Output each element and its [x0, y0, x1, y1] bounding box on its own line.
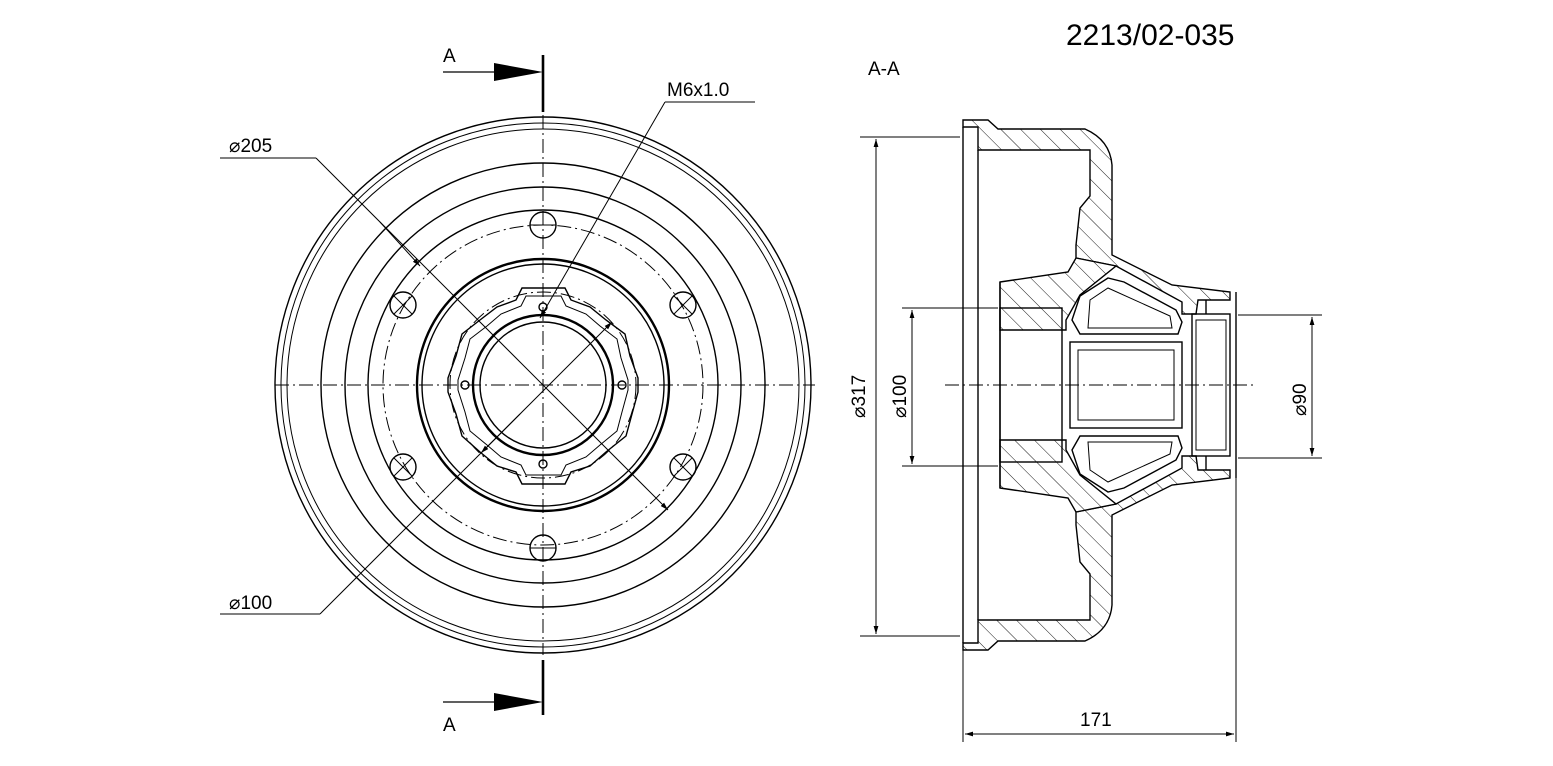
bearing-roller-bottom	[1071, 435, 1183, 493]
dia100-leader	[319, 321, 613, 615]
drum-wall-bottom	[962, 455, 1231, 651]
section-title: A-A	[868, 59, 900, 80]
section-view: 2213/02-035 A-A ⌀317 ⌀100 ⌀90 171	[849, 19, 1322, 742]
dia90-label: ⌀90	[1290, 383, 1311, 416]
dia205-label: ⌀205	[229, 136, 272, 157]
thread-leader	[539, 101, 666, 319]
section-arrow-bottom	[443, 693, 543, 711]
hub-body-upper	[999, 257, 1118, 331]
bolt-hole-lower-right	[669, 453, 697, 481]
section-arrow-top	[443, 63, 543, 81]
dia100-side-label: ⌀100	[890, 375, 911, 418]
dia100-front-label: ⌀100	[229, 593, 272, 614]
dia100-arrow-2	[480, 413, 521, 454]
dia205-arrow-start	[379, 221, 421, 267]
bearing-roller-bottom-inner	[1087, 441, 1173, 483]
dia205-leader	[315, 157, 669, 511]
hub-body-lower	[999, 439, 1118, 513]
front-view: A A M6x1.0 ⌀205 ⌀100	[220, 46, 815, 736]
hub-notched-profile-inner	[457, 295, 629, 476]
bolt-hole-lower-left	[389, 453, 417, 481]
thread-spec-label: M6x1.0	[667, 80, 729, 101]
section-label-top: A	[443, 46, 456, 67]
bolt-hole-upper-left	[389, 291, 417, 319]
part-number: 2213/02-035	[1066, 19, 1235, 52]
bearing-roller-top-inner	[1087, 287, 1173, 329]
bearing-roller-top	[1071, 277, 1183, 335]
hub-notched-profile	[447, 287, 639, 485]
drum-wall-top	[962, 119, 1231, 315]
bolt-hole-upper-right	[669, 291, 697, 319]
dia317-label: ⌀317	[849, 375, 870, 418]
section-label-bottom: A	[443, 715, 456, 736]
width-171-label: 171	[1080, 710, 1112, 731]
